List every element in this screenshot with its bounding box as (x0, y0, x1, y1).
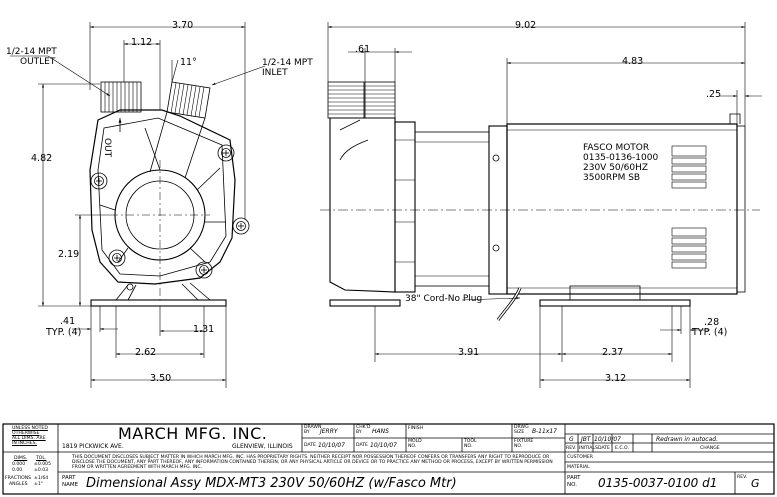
checked-by-value: HANS (372, 428, 389, 435)
dim-base-front: 3.50 (150, 373, 172, 384)
dim-base-side: 3.12 (605, 373, 627, 384)
motor-label-line1: FASCO MOTOR (583, 143, 650, 153)
outlet-label-line1: 1/2-14 MPT (6, 47, 57, 57)
company-name: MARCH MFG. INC. (118, 424, 268, 443)
tol-note-line1: UNLESS NOTED (12, 426, 48, 431)
tol-header: TOL. (36, 456, 47, 461)
dim-overall-front: 3.70 (172, 20, 194, 31)
side-view (320, 81, 760, 321)
drawn-date: 10/10/07 (318, 442, 345, 449)
drawing-size-label: DRWG SIZE (514, 425, 529, 436)
part-no-label-line2: NO. (567, 482, 577, 488)
eco-header: E.C.O. (615, 446, 629, 451)
tol-row2-tol: ±0.03 (34, 468, 49, 473)
dim-foot-side-typ: TYP. (4) (692, 327, 728, 338)
tol-angles-value: ±1° (34, 482, 44, 487)
mold-no-label: MOLD NO. (408, 439, 422, 450)
dim-pump-depth: .61 (355, 44, 371, 55)
side-dimensions (327, 22, 762, 388)
cord-label: 38" Cord-No Plug (405, 294, 483, 304)
tool-no-label: TOOL NO. (464, 439, 477, 450)
material-label: MATERIAL (567, 465, 590, 470)
dims-header: DIMS. (14, 456, 28, 461)
tol-fractions-label: FRACTIONS (5, 476, 32, 481)
out-arrow-label: OUT (102, 138, 112, 158)
date-header: DATE (598, 446, 610, 451)
part-name-label-line1: PART (62, 475, 76, 481)
disclaimer-line2: DISCLOSE THE DOCUMENT, ANY PART THEREOF,… (72, 460, 553, 465)
fixture-no-label: FIXTURE NO. (514, 439, 534, 450)
front-view (89, 81, 250, 307)
rev-value: G (751, 477, 760, 490)
tol-note-line3: ALL DIMS. ARE (12, 436, 46, 441)
tol-fractions-value: ±1/64 (34, 476, 49, 481)
rev-label: REV. (737, 475, 748, 480)
tol-note-line4: IN INCHES. (12, 441, 37, 446)
dim-foot-front-typ: TYP. (4) (46, 327, 82, 338)
customer-label: CUSTOMER (567, 455, 593, 460)
dim-motor-length: 4.83 (622, 56, 644, 67)
checked-by-label: CHK'D BY (356, 425, 371, 436)
drawing-size-value: B-11x17 (532, 428, 557, 435)
dim-angle: 11° (180, 57, 197, 68)
dim-motor-end: .25 (706, 89, 722, 100)
checked-date: 10/10/07 (370, 442, 397, 449)
rev-header: REV. (566, 446, 577, 451)
dim-overall-side: 9.02 (515, 20, 537, 31)
dim-hole-spacing-front: 1.31 (193, 324, 215, 335)
tol-row1-tol: ±0.005 (34, 462, 52, 467)
dim-pump-to-holes: 3.91 (458, 347, 480, 358)
title-block (2, 423, 775, 495)
tol-angles-label: ANGLES (9, 482, 28, 487)
inlet-label-line2: INLET (262, 68, 288, 78)
rev-row-date: 10/10/07 (594, 436, 621, 443)
rev-row-change: Redrawn in autocad. (656, 436, 719, 443)
dim-foot-side: .28 (704, 317, 720, 328)
inlet-label-line1: 1/2-14 MPT (262, 58, 313, 68)
tol-row2-dims: 0.00 (12, 468, 23, 473)
rev-row-initials: JBT (581, 436, 591, 443)
finish-label: FINISH (408, 426, 424, 431)
rev-row-rev: G (569, 436, 574, 443)
disclaimer-line3: FROM OR WRITTEN AGREEMENT WITH MARCH MFG… (72, 465, 203, 470)
date-label-2: DATE (356, 443, 368, 448)
dim-foot-span-front: 2.62 (135, 347, 157, 358)
part-name-value: Dimensional Assy MDX-MT3 230V 50/60HZ (w… (86, 476, 457, 491)
dim-hole-spacing-side: 2.37 (602, 347, 624, 358)
tol-note-line2: OTHERWISE (12, 431, 40, 436)
motor-label-line3: 230V 50/60HZ (583, 163, 649, 173)
drawn-by-label: DRAWN BY (304, 425, 322, 436)
tol-row1-dims: 0.000 (12, 462, 26, 467)
outlet-label-line2: OUTLET (20, 57, 56, 67)
company-city: GLENVIEW, ILLINOIS (232, 443, 293, 450)
change-header: CHANGE (700, 446, 720, 451)
front-dimensions (10, 22, 266, 388)
dim-height: 4.82 (31, 153, 53, 164)
dim-center-height: 2.19 (58, 249, 80, 260)
part-number-value: 0135-0037-0100 d1 (598, 476, 718, 490)
date-label-1: DATE (304, 443, 316, 448)
part-no-label-line1: PART (567, 475, 581, 481)
dim-port-offset: 1.12 (131, 37, 153, 48)
part-name-label-line2: NAME (62, 482, 79, 488)
disclaimer-line1: THIS DOCUMENT DISCLOSES SUBJECT MATTER I… (72, 455, 550, 460)
dim-foot-front: .41 (60, 316, 76, 327)
drawn-by-value: JERRY (320, 428, 338, 435)
screw-icon (90, 144, 250, 279)
motor-label-line2: 0135-0136-1000 (583, 153, 659, 163)
motor-label-line4: 3500RPM SB (583, 173, 641, 183)
initials-header: INITIALS (579, 446, 598, 451)
company-address: 1819 PICKWICK AVE. (62, 443, 124, 450)
